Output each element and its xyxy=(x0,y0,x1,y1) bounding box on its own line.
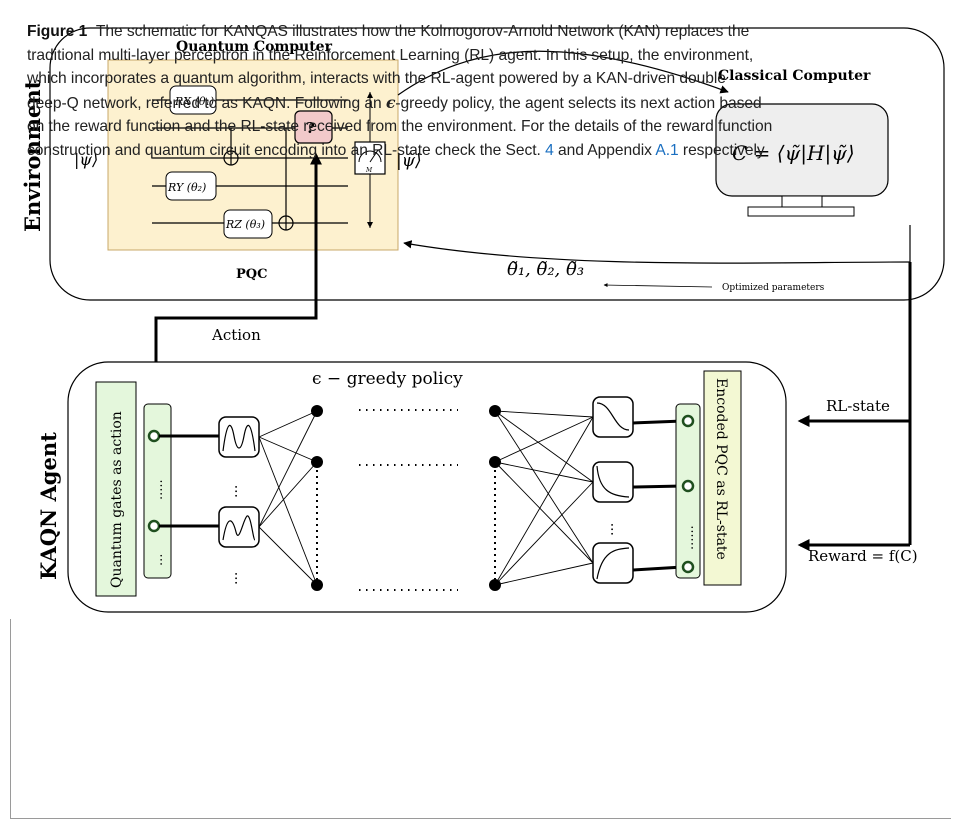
svg-text:...: ... xyxy=(151,554,166,566)
policy-label: ϵ − greedy policy xyxy=(312,369,463,389)
pqc-label: PQC xyxy=(236,267,267,282)
state-nodes xyxy=(681,414,695,574)
optimized-params-pointer xyxy=(603,283,713,288)
action-space-label: Quantum gates as action xyxy=(109,411,125,588)
action-vector xyxy=(143,403,172,579)
epsilon-symbol: ϵ xyxy=(385,92,396,112)
unknown-gate: ? xyxy=(294,110,333,144)
optimized-params-math: θ̃₁, θ̃₂, θ̃₃ xyxy=(507,259,584,280)
svg-text:...: ... xyxy=(225,572,241,585)
kan-activation-right-1 xyxy=(592,396,634,438)
rl-state-label: RL-state xyxy=(826,397,890,415)
appendix-link[interactable]: A.1 xyxy=(655,141,679,159)
kan-activation-right-3 xyxy=(592,542,634,584)
svg-text:...: ... xyxy=(601,523,617,536)
ry-gate: RY (θ₂) xyxy=(165,171,217,201)
output-state: |ψ̃⟩ xyxy=(396,151,422,171)
measurement-to-classical-arrow xyxy=(397,50,729,96)
rz-gate: RZ (θ₃) xyxy=(223,209,273,239)
classical-computer-title: Classical Computer xyxy=(718,68,871,84)
svg-text:M: M xyxy=(365,167,373,174)
svg-text:RX (θ₁): RX (θ₁) xyxy=(174,95,214,108)
cnot-gate-2 xyxy=(278,128,294,231)
svg-text:.....: ..... xyxy=(151,479,166,500)
rl-state-box xyxy=(703,370,742,586)
kan-activation-left-2 xyxy=(218,506,260,548)
action-label: Action xyxy=(211,326,261,344)
measurement-icon: M xyxy=(354,92,386,228)
caption-line: on the reward function and the RL-state … xyxy=(27,118,773,136)
caption-line: The schematic for KANQAS illustrates how… xyxy=(95,23,750,40)
caption-line: and Appendix xyxy=(558,141,652,159)
environment-label: Environment xyxy=(20,79,45,232)
caption-line: deep-Q network, referred to as KAQN. Fol… xyxy=(27,94,382,112)
svg-text:RZ (θ₃): RZ (θ₃) xyxy=(225,218,265,231)
caption-line: -greedy policy, the agent selects its ne… xyxy=(395,94,762,112)
svg-text:......: ...... xyxy=(682,525,697,550)
input-state: |ψ⟩ xyxy=(74,150,98,169)
svg-text:?: ? xyxy=(306,119,315,137)
caption-box xyxy=(10,619,951,819)
figure-caption: Figure 1 The schematic for KANQAS illust… xyxy=(27,20,947,163)
rl-state-box-label: Encoded PQC as RL-state xyxy=(713,378,729,560)
right-connections xyxy=(494,410,594,586)
caption-line: construction and quantum circuit encodin… xyxy=(27,141,541,159)
svg-text:...: ... xyxy=(225,485,241,498)
caption-line: traditional multi-layer perceptron in th… xyxy=(27,46,754,64)
monitor-icon xyxy=(715,103,889,217)
svg-text:RY (θ₂): RY (θ₂) xyxy=(167,181,206,194)
kan-activation-right-2 xyxy=(592,461,634,503)
agent-label: KAQN Agent xyxy=(36,432,61,580)
quantum-computer-title: Quantum Computer xyxy=(176,39,333,55)
caption-label: Figure 1 xyxy=(27,23,88,40)
reward-label: Reward = f(C) xyxy=(808,547,918,565)
action-arrow xyxy=(154,152,322,362)
section-link[interactable]: 4 xyxy=(545,141,554,159)
rx-gate: RX (θ₁) xyxy=(169,85,217,115)
caption-line: respectively xyxy=(682,141,765,159)
action-space-box xyxy=(95,381,137,597)
parameters-feedback-arrow xyxy=(403,240,911,264)
left-connections xyxy=(258,410,318,586)
optimized-params-label: Optimized parameters xyxy=(722,283,825,293)
caption-line: which incorporates a quantum algorithm, … xyxy=(27,70,726,88)
cnot-gate-1 xyxy=(223,128,239,166)
kanqas-diagram: Environment Quantum Computer PQC |ψ⟩ |ψ̃… xyxy=(20,27,945,613)
cost-function: C = ⟨ψ̃|H|ψ̃⟩ xyxy=(732,141,855,166)
hidden-ellipsis xyxy=(359,409,458,591)
kan-activation-left-1 xyxy=(218,416,260,458)
